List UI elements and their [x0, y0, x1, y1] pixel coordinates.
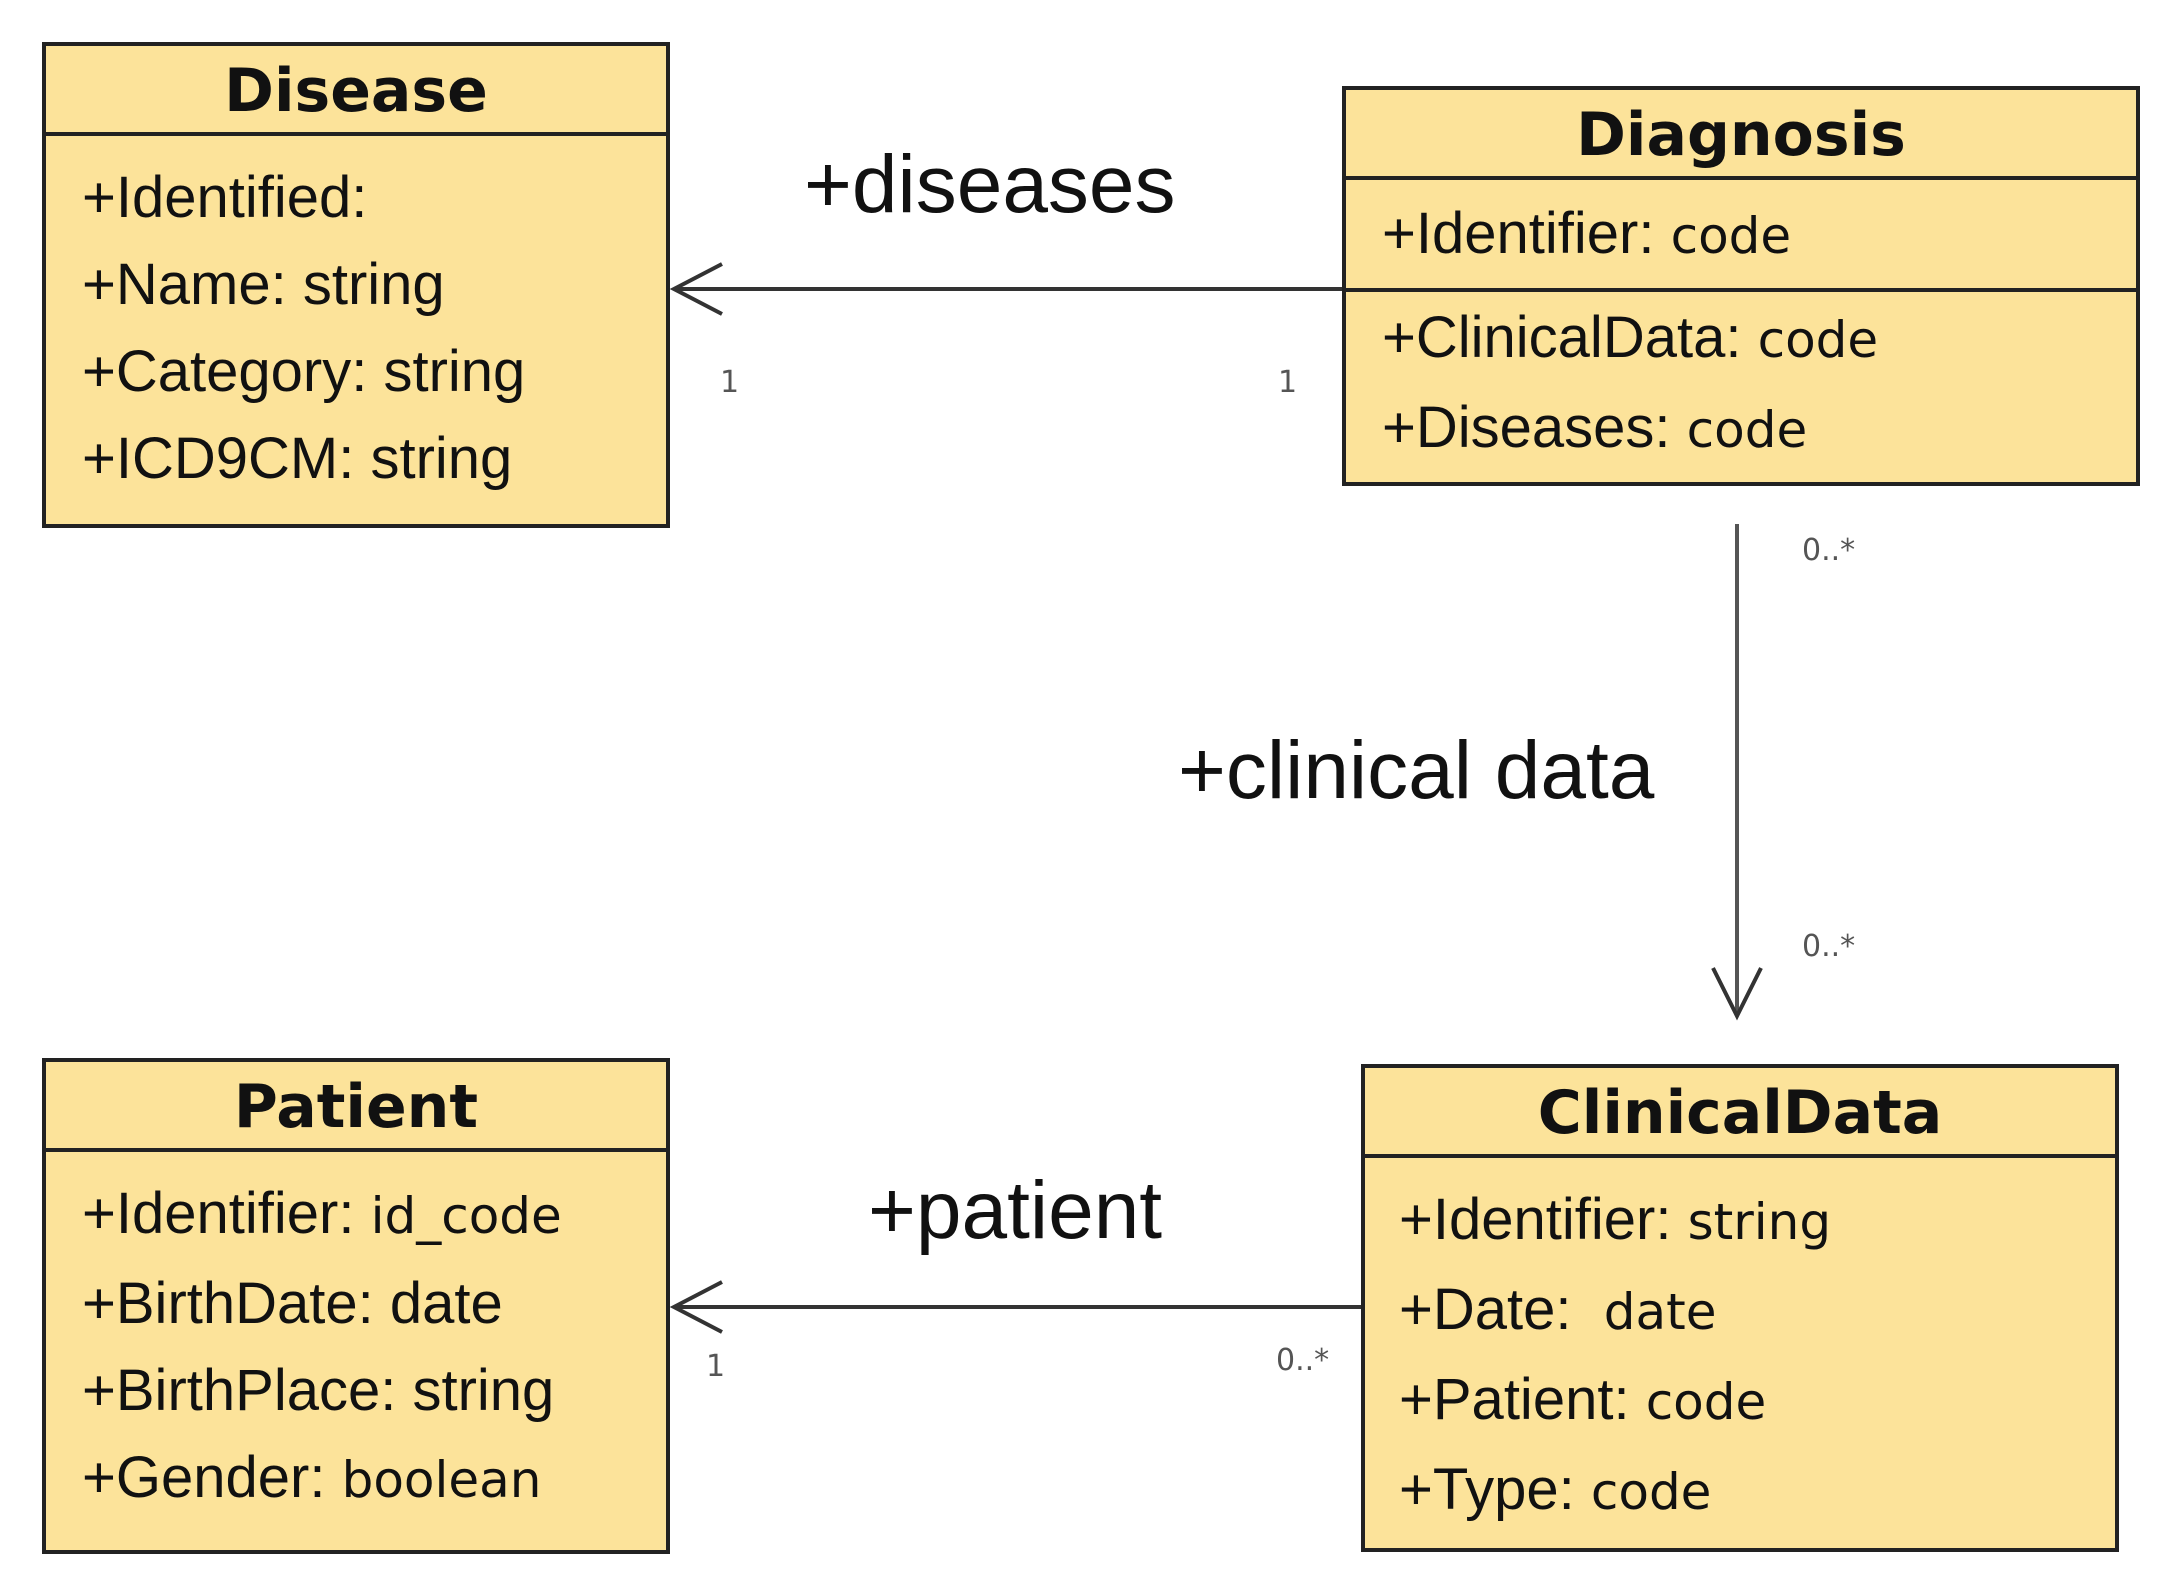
patient-class[interactable]: Patient +Identifier: id_code +BirthDate:…: [42, 1058, 670, 1554]
disease-attributes: +Identified: +Name: string +Category: st…: [46, 136, 666, 502]
clinical-data-association-label: +clinical data: [1178, 725, 1655, 816]
disease-attr-icd9cm: +ICD9CM: string: [82, 426, 513, 491]
diagnosis-attr-diseases: +Diseases: code: [1382, 395, 1808, 460]
patient-association-label: +patient: [868, 1165, 1163, 1256]
clinical-data-arrowhead: [1711, 967, 1763, 1021]
clinicaldata-attr-identifier: +Identifier: string: [1399, 1187, 1832, 1252]
diseases-source-multiplicity: 1: [1278, 365, 1298, 400]
diagnosis-attributes: +ClinicalData: code +Diseases: code: [1346, 292, 2136, 474]
diseases-target-multiplicity: 1: [720, 365, 740, 400]
diseases-arrowhead: [669, 262, 723, 316]
diseases-association-label: +diseases: [804, 139, 1176, 230]
patient-attr-gender: +Gender: boolean: [82, 1445, 542, 1510]
patient-attributes: +Identifier: id_code +BirthDate: date +B…: [46, 1152, 666, 1524]
disease-class[interactable]: Disease +Identified: +Name: string +Cate…: [42, 42, 670, 528]
diagnosis-class[interactable]: Diagnosis +Identifier: code +ClinicalDat…: [1342, 86, 2140, 486]
clinicaldata-class[interactable]: ClinicalData +Identifier: string +Date: …: [1361, 1064, 2119, 1552]
disease-attr-name: +Name: string: [82, 252, 445, 317]
diagnosis-attr-identifier: +Identifier: code: [1382, 201, 1792, 266]
patient-target-multiplicity: 1: [706, 1349, 726, 1384]
patient-attr-birthplace: +BirthPlace: string: [82, 1358, 555, 1423]
patient-arrowhead: [669, 1280, 723, 1334]
clinicaldata-attr-type: +Type: code: [1399, 1457, 1712, 1522]
clinicaldata-attr-date: +Date: date: [1399, 1277, 1717, 1342]
patient-class-name: Patient: [46, 1062, 666, 1152]
diagnosis-class-name: Diagnosis: [1346, 90, 2136, 180]
clinical-data-target-multiplicity: 0..*: [1802, 929, 1856, 964]
clinicaldata-attributes: +Identifier: string +Date: date +Patient…: [1365, 1158, 2115, 1536]
diagnosis-identifier-section: +Identifier: code: [1346, 180, 2136, 292]
patient-source-multiplicity: 0..*: [1276, 1343, 1330, 1378]
disease-attr-category: +Category: string: [82, 339, 526, 404]
clinicaldata-attr-patient: +Patient: code: [1399, 1367, 1767, 1432]
patient-attr-identifier: +Identifier: id_code: [82, 1181, 562, 1246]
clinicaldata-class-name: ClinicalData: [1365, 1068, 2115, 1158]
diagnosis-attr-clinicaldata: +ClinicalData: code: [1382, 305, 1879, 370]
disease-class-name: Disease: [46, 46, 666, 136]
clinical-data-source-multiplicity: 0..*: [1802, 533, 1856, 568]
patient-attr-birthdate: +BirthDate: date: [82, 1271, 503, 1336]
disease-attr-identified: +Identified:: [82, 165, 368, 230]
